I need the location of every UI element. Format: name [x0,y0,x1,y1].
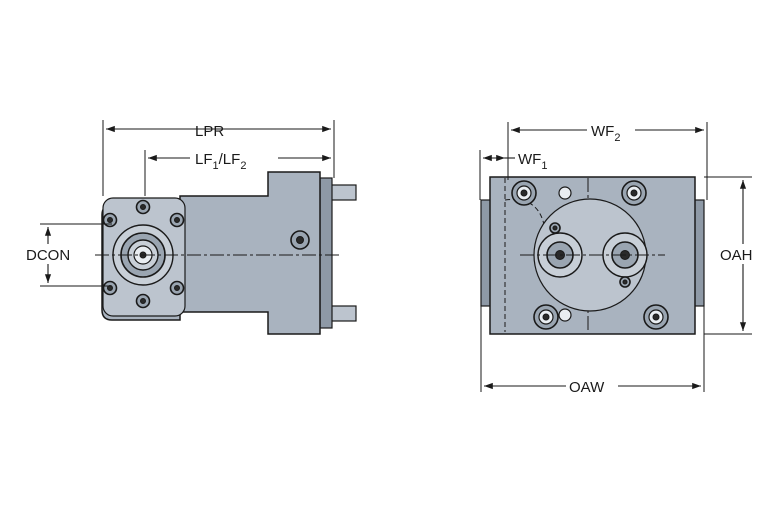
side-flange-bolts [102,199,185,309]
side-rear-flange [319,177,333,329]
lpr-label: LPR [195,123,224,140]
wf2-label: WF2 [591,123,620,144]
side-screw [290,230,310,250]
front-view [480,176,705,335]
oaw-label: OAW [569,379,605,396]
wf1-label: WF1 [518,151,547,172]
oah-label: OAH [720,247,753,264]
dcon-label: DCON [26,247,70,264]
front-dimensions [479,122,767,396]
lf-label: LF1/LF2 [195,151,246,172]
side-dimensions [24,120,335,287]
front-corner-holes [511,180,669,330]
side-view [95,171,357,335]
